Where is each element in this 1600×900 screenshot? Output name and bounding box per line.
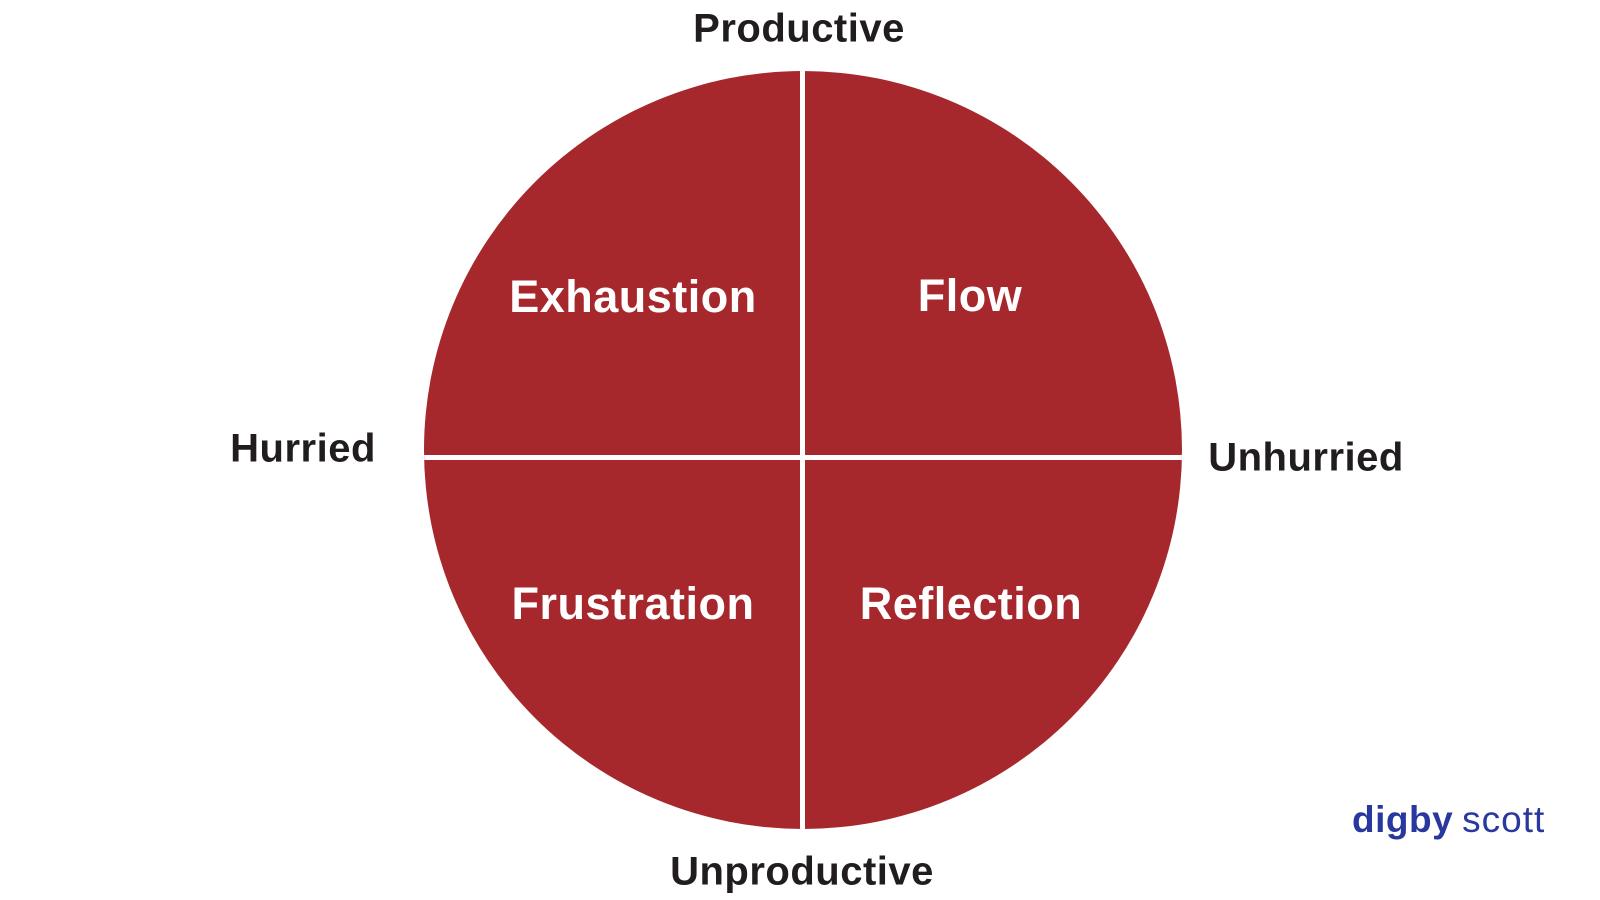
logo-text-digby: digby (1352, 799, 1454, 840)
axis-label-hurried: Hurried (230, 426, 376, 471)
axis-label-productive: Productive (693, 6, 905, 51)
quadrant-label-reflection: Reflection (859, 578, 1083, 629)
horizontal-divider (424, 455, 1182, 460)
quadrant-circle (424, 71, 1182, 829)
quadrant-label-flow: Flow (917, 270, 1023, 321)
axis-label-unproductive: Unproductive (670, 849, 934, 894)
axis-label-unhurried: Unhurried (1208, 435, 1404, 480)
logo-text-scott: scott (1462, 799, 1546, 840)
quadrant-label-frustration: Frustration (511, 578, 755, 629)
quadrant-label-exhaustion: Exhaustion (509, 271, 757, 322)
vertical-divider (800, 71, 805, 829)
